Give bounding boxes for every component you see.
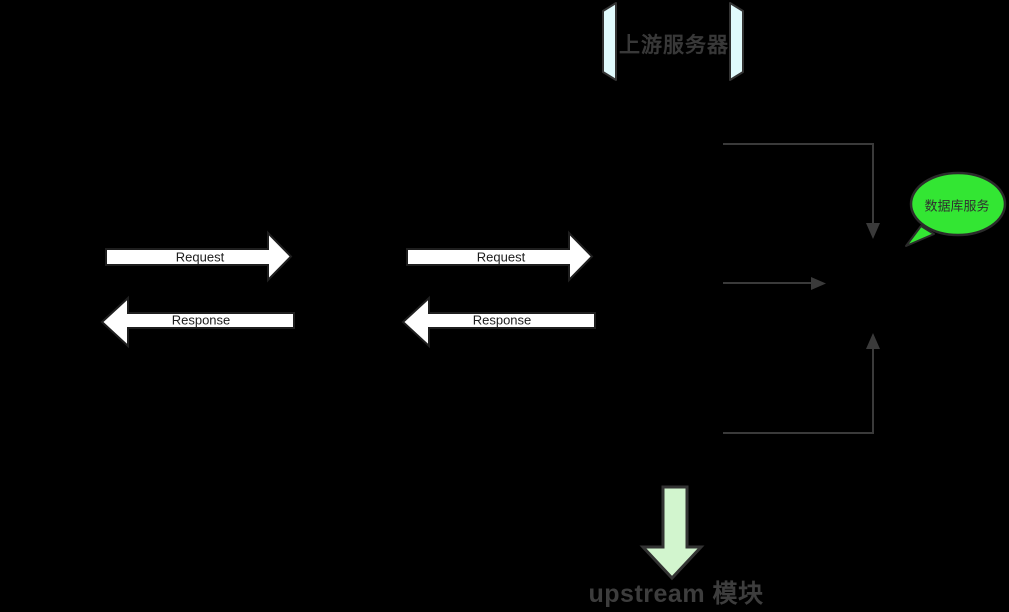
request-arrow-right [406, 230, 594, 283]
arrowhead-up-icon [866, 333, 880, 349]
arrowhead-right-icon [811, 277, 826, 290]
bubble-body [909, 171, 1007, 237]
server-bracket-right [729, 2, 744, 81]
bubble-tail [905, 225, 935, 247]
upstream-server-shape [602, 2, 744, 81]
server-bracket-left [602, 2, 617, 81]
database-bubble-shape [905, 171, 1007, 247]
module-down-arrow [639, 485, 705, 581]
connector-middle-right [723, 277, 826, 290]
connector-bottom-up [723, 333, 880, 434]
arrowhead-down-icon [866, 223, 880, 239]
request-arrow-left [105, 230, 293, 283]
response-arrow-left [100, 295, 295, 349]
response-arrow-right [401, 295, 596, 349]
connector-top-down [723, 143, 880, 239]
